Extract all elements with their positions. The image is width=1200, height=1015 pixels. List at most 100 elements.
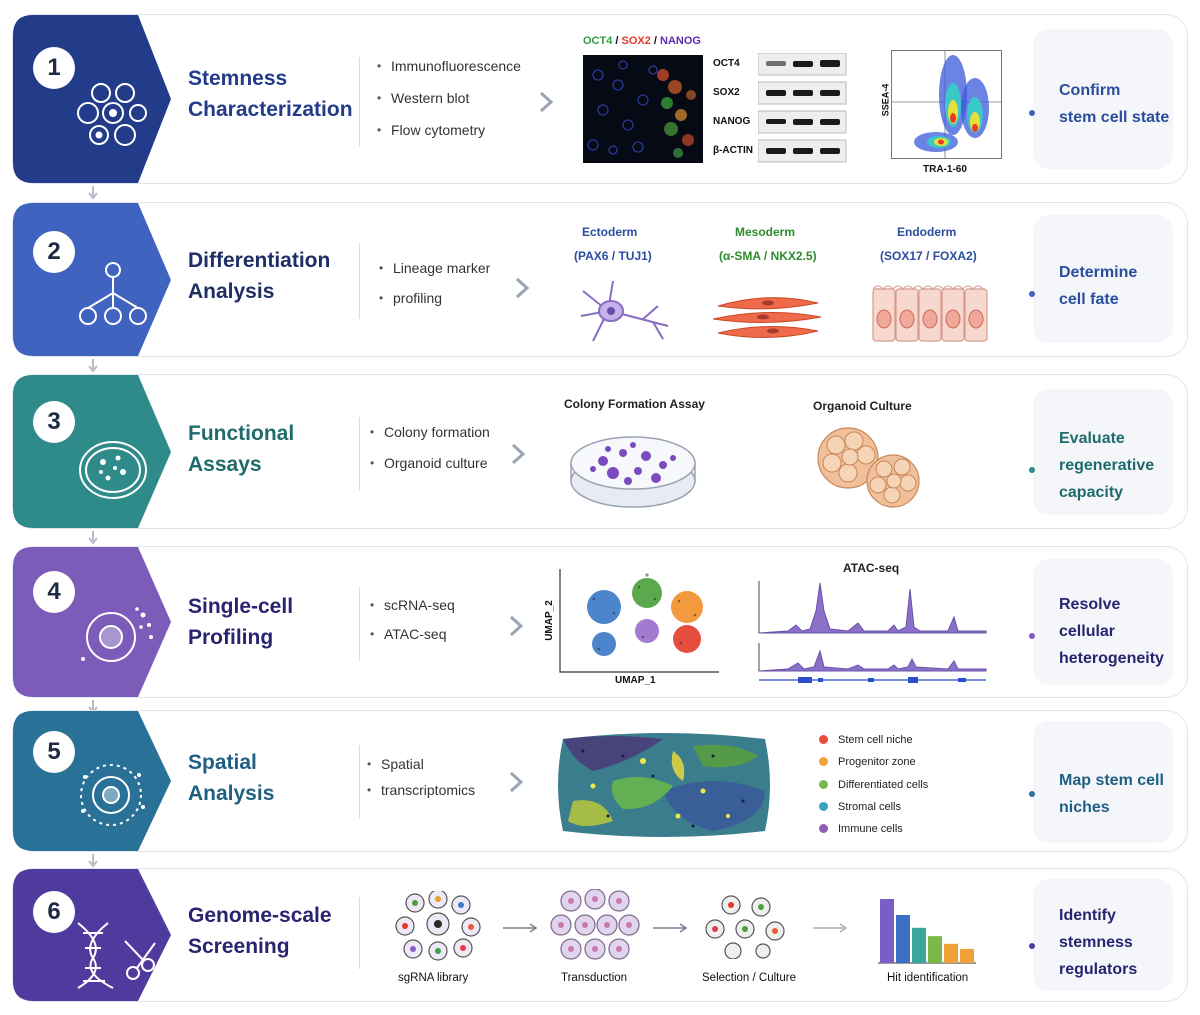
step-title: Spatial Analysis [188,751,275,805]
arrow-down-icon [88,186,98,200]
arrow-down-icon [88,854,98,868]
hit-bar [960,948,974,963]
step-caption: Selection / Culture [702,972,796,984]
method-item: Colony formation [370,417,490,448]
hit-bar [896,915,910,963]
arrow-down-icon [88,359,98,373]
legend-item: Stem cell niche [819,734,913,746]
atac-title: ATAC-seq [843,561,900,575]
divider [359,745,360,819]
step-title: Genome-scale Screening [188,904,332,958]
step-row-6: 6 Genome-scale Screening [12,868,1188,1002]
method-item: transcriptomics [367,777,475,803]
hit-identification-bar-chart [878,899,976,964]
selection-culture-illustration [705,895,785,959]
method-item: Spatial [367,751,475,777]
muscle-cells-illustration [713,297,822,339]
step-title: Functional Assays [188,422,295,476]
step-number: 2 [33,231,75,273]
method-list: Colony formation Organoid culture [370,417,490,479]
chevron-right-icon [515,277,530,299]
goal-box: Confirm stem cell state [1029,29,1173,169]
legend-item: Stromal cells [819,801,901,813]
lineage-tree-icon [63,258,163,338]
hit-bar [928,936,942,963]
step-number: 6 [33,891,75,933]
step-title: Stemness Characterization [188,67,353,121]
germ-layer-markers: (PAX6 / TUJ1) [574,249,652,263]
tissue-section-icon [63,755,163,835]
divider [359,587,360,661]
chevron-right-icon [509,771,524,793]
arrow-right-icon [503,923,538,933]
petri-dish-icon [63,430,163,510]
divider [359,897,360,969]
method-item: scRNA-seq [370,591,455,620]
method-item: ATAC-seq [370,620,455,649]
legend-item: Progenitor zone [819,756,916,768]
epithelial-cells-illustration [872,285,988,342]
divider [359,243,360,319]
germ-layer-markers: (α-SMA / NKX2.5) [719,249,817,263]
germ-layer-name: Mesoderm [735,225,796,239]
method-item: Organoid culture [370,448,490,479]
colony-dish-illustration [570,436,696,508]
method-item: profiling [379,283,490,313]
step-number: 3 [33,401,75,443]
goal-box: Resolve cellular heterogeneity [1029,559,1173,685]
chevron-right-icon [539,91,554,113]
step-row-3: 3 Functional Assays Colony formation Org… [12,374,1188,529]
umap-plot: UMAP_2 UMAP_1 [541,569,721,694]
step-number: 5 [33,731,75,773]
step-row-4: 4 Single-cell Profiling scRNA-seq ATAC-s… [12,546,1188,698]
goal-box: Map stem cell niches [1029,721,1173,843]
single-cell-icon [63,597,163,677]
method-item: Western blot [377,82,521,114]
spatial-transcriptomics-map [558,733,770,837]
hit-bar [880,899,894,963]
arrow-right-icon [813,923,848,933]
germ-layer-name: Ectoderm [582,225,638,239]
step-row-5: 5 Spatial Analysis Spatial transcriptomi… [12,710,1188,852]
hit-bar [912,927,926,963]
chevron-right-icon [509,615,524,637]
legend-item: Immune cells [819,823,903,835]
step-caption: Transduction [561,972,628,984]
step-title: Single-cell Profiling [188,595,294,649]
step-number: 1 [33,47,75,89]
arrow-right-icon [653,923,688,933]
cells-icon [63,75,163,155]
method-list: Lineage marker profiling [379,253,490,313]
goal-box: Determine cell fate [1029,215,1173,343]
germ-layer-markers: (SOX17 / FOXA2) [880,249,977,263]
goal-box: Identify stemness regulators [1029,879,1173,991]
method-item: Lineage marker [379,253,490,283]
method-item: Immunofluorescence [377,50,521,82]
step-row-1: 1 Stemness Characterization Immunofluore… [12,14,1188,184]
goal-box: Evaluate regenerative capacity [1029,389,1173,515]
germ-layer-name: Endoderm [897,225,957,239]
method-list: Spatial transcriptomics [367,751,475,803]
method-list: Immunofluorescence Western blot Flow cyt… [377,50,521,146]
assay-title: Organoid Culture [813,399,912,413]
divider [359,417,360,491]
dna-scissors-icon [63,913,163,993]
if-marker-labels: OCT4 / SOX2 / NANOG [583,35,701,47]
western-blot: OCT4 SOX2 NANOG β-ACTIN [713,53,853,165]
organoid-illustration [817,427,920,508]
flow-cytometry-plot: SSEA-4 TRA-1-60 [871,50,1011,180]
hit-bar [944,943,958,963]
immunofluorescence-image [583,55,703,163]
method-item: Flow cytometry [377,114,521,146]
divider [359,57,360,147]
chevron-right-icon [511,443,526,465]
arrow-down-icon [88,531,98,545]
step-caption: sgRNA library [398,972,469,984]
neuron-illustration [580,280,669,342]
atac-seq-tracks [758,581,987,683]
sgrna-library-illustration [395,891,481,961]
assay-title: Colony Formation Assay [564,397,705,411]
method-list: scRNA-seq ATAC-seq [370,591,455,649]
transduction-illustration [550,889,640,960]
step-number: 4 [33,571,75,613]
